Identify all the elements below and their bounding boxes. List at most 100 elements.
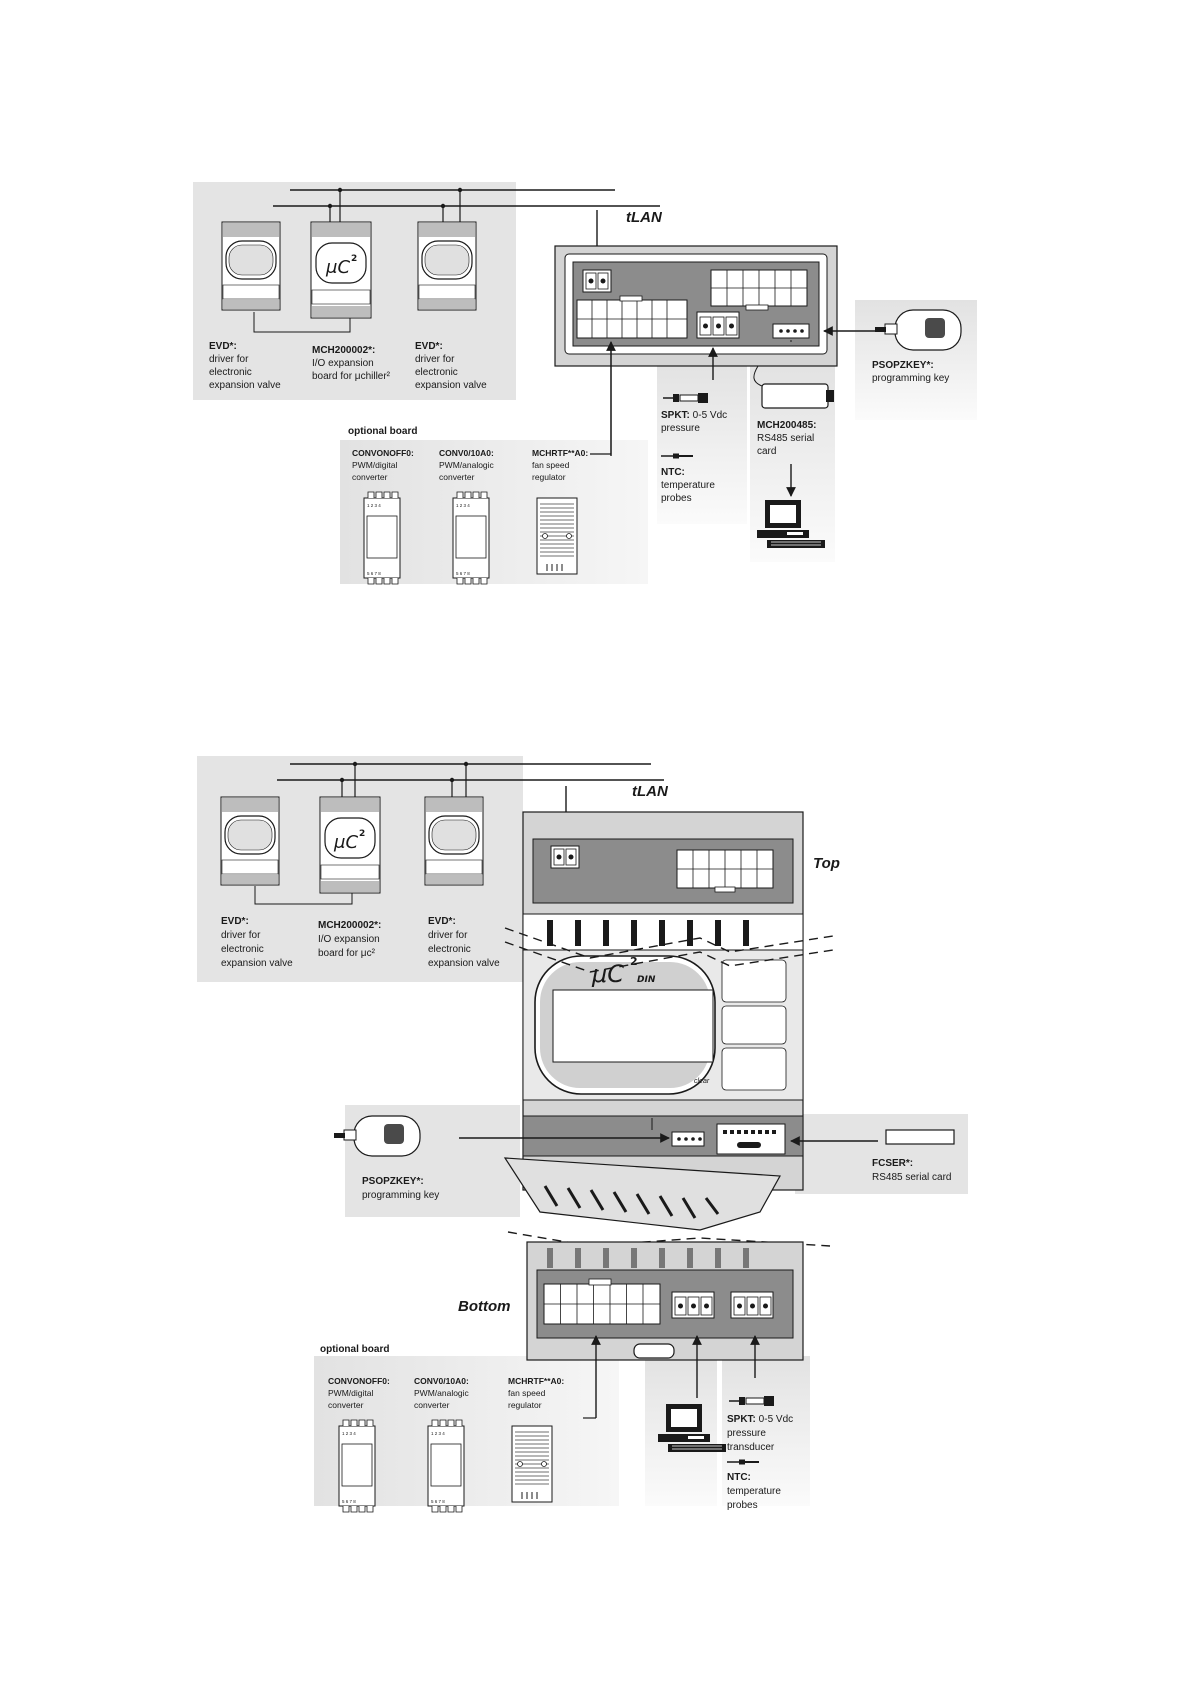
svg-text:1 2 3 4: 1 2 3 4 bbox=[431, 1431, 445, 1436]
svg-text:converter: converter bbox=[352, 472, 388, 482]
spkt-label-d1: SPKT: 0-5 Vdc pressure bbox=[661, 410, 727, 434]
svg-text:2: 2 bbox=[359, 829, 365, 839]
svg-text:NTC:: NTC: bbox=[661, 467, 685, 478]
svg-text:electronic: electronic bbox=[209, 367, 252, 378]
svg-text:probes: probes bbox=[661, 493, 692, 504]
evd-right-label-d2: EVD*: driver for electronic expansion va… bbox=[428, 916, 500, 969]
serial-card-icon-d1 bbox=[761, 383, 834, 409]
svg-text:μC: μC bbox=[333, 832, 358, 853]
svg-text:5 6 7 8: 5 6 7 8 bbox=[456, 571, 470, 576]
evd-left-label-d2: EVD*: driver for electronic expansion va… bbox=[221, 916, 293, 969]
panel-probes-d2 bbox=[722, 1356, 810, 1506]
svg-text:fan speed: fan speed bbox=[508, 1388, 546, 1398]
svg-text:expansion valve: expansion valve bbox=[209, 380, 281, 391]
bottom-section-d2 bbox=[507, 1231, 831, 1361]
ntc-label-d1: NTC: temperature probes bbox=[661, 467, 715, 504]
svg-text:MCH200002*:: MCH200002*: bbox=[318, 920, 381, 931]
svg-text:driver for: driver for bbox=[209, 354, 249, 365]
svg-text:1 2 3 4: 1 2 3 4 bbox=[367, 503, 381, 508]
svg-text:NTC:: NTC: bbox=[727, 1472, 751, 1483]
panel-fcser-d2 bbox=[795, 1114, 968, 1194]
serial-port-d1 bbox=[772, 323, 810, 339]
evd-right-label-d1: EVD*: driver for electronic expansion va… bbox=[415, 341, 487, 391]
evd-left-module-d2 bbox=[220, 796, 280, 886]
svg-text:driver for: driver for bbox=[428, 930, 468, 941]
svg-text:EVD*:: EVD*: bbox=[209, 341, 237, 352]
svg-text:1 2 3 4: 1 2 3 4 bbox=[456, 503, 470, 508]
mch200002-module-d1: μC 2 bbox=[310, 221, 372, 319]
svg-text:CONV0/10A0:: CONV0/10A0: bbox=[439, 448, 494, 458]
svg-text:transducer: transducer bbox=[727, 1442, 775, 1453]
psopzkey-label-d2: PSOPZKEY*: programming key bbox=[362, 1176, 439, 1201]
svg-text:board for μchiller²: board for μchiller² bbox=[312, 371, 391, 382]
psopzkey-label-d1: PSOPZKEY*: programming key bbox=[872, 360, 949, 384]
tlan-label-d1: tLAN bbox=[626, 209, 663, 226]
svg-text:RS485 serial card: RS485 serial card bbox=[872, 1172, 951, 1183]
break-line-upper-d2 bbox=[504, 927, 834, 959]
key-port-d2 bbox=[671, 1131, 705, 1147]
svg-text:converter: converter bbox=[328, 1400, 364, 1410]
convonoff0-label-d2: CONVONOFF0: PWM/digital converter bbox=[328, 1376, 390, 1410]
conv0-10a0-label-d2: CONV0/10A0: PWM/analogic converter bbox=[414, 1376, 470, 1410]
svg-text:2: 2 bbox=[630, 955, 638, 968]
mchrtf-label-d2: MCHRTF**A0: fan speed regulator bbox=[508, 1376, 564, 1410]
svg-text:EVD*:: EVD*: bbox=[415, 341, 443, 352]
svg-text:5 6 7 8: 5 6 7 8 bbox=[367, 571, 381, 576]
evd-left-module-d1 bbox=[221, 221, 281, 311]
ntc-label-d2: NTC: temperature probes bbox=[727, 1472, 781, 1511]
clear-label-d2: clear bbox=[694, 1078, 710, 1085]
tlan-bus-d1 bbox=[273, 189, 660, 207]
svg-text:MCHRTF**A0:: MCHRTF**A0: bbox=[532, 448, 588, 458]
svg-text:μC: μC bbox=[325, 257, 350, 278]
controller-d1 bbox=[554, 245, 838, 367]
din-controller-d2: μC 2 DIN clear bbox=[522, 811, 804, 1191]
mch200002-label-d2: MCH200002*: I/O expansion board for μc² bbox=[318, 920, 381, 959]
svg-text:MCHRTF**A0:: MCHRTF**A0: bbox=[508, 1376, 564, 1386]
connector-14-pin-bottom-d2 bbox=[543, 1278, 661, 1325]
svg-text:RS485 serial: RS485 serial bbox=[757, 433, 814, 444]
svg-text:PWM/digital: PWM/digital bbox=[328, 1388, 373, 1398]
evd-left-label-d1: EVD*: driver for electronic expansion va… bbox=[209, 341, 281, 391]
svg-text:programming key: programming key bbox=[362, 1190, 439, 1201]
top-label-d2: Top bbox=[813, 855, 840, 872]
svg-text:converter: converter bbox=[414, 1400, 450, 1410]
connector-12-pin-d1 bbox=[710, 269, 808, 311]
diagram-2: tLAN μC 2 EVD*: driver for electronic ex… bbox=[197, 756, 968, 1513]
svg-text:EVD*:: EVD*: bbox=[221, 916, 249, 927]
evd-right-module-d1 bbox=[417, 221, 477, 311]
evd-right-module-d2 bbox=[424, 796, 484, 886]
svg-text:I/O expansion: I/O expansion bbox=[318, 934, 380, 945]
lcd-window-d2 bbox=[552, 989, 714, 1063]
svg-text:PWM/analogic: PWM/analogic bbox=[414, 1388, 470, 1398]
tlan-label-d2: tLAN bbox=[632, 783, 669, 800]
conv0-10a0-label-d1: CONV0/10A0: PWM/analogic converter bbox=[439, 448, 495, 482]
connector-14-pin-d1 bbox=[576, 295, 688, 339]
svg-text:driver for: driver for bbox=[221, 930, 261, 941]
hinged-flap-d2 bbox=[503, 1157, 781, 1231]
svg-text:pressure: pressure bbox=[661, 423, 700, 434]
svg-text:electronic: electronic bbox=[221, 944, 264, 955]
mch200485-label-d1: MCH200485: RS485 serial card bbox=[757, 420, 816, 457]
optional-board-label-d1: optional board bbox=[348, 426, 417, 437]
svg-text:card: card bbox=[757, 446, 776, 457]
svg-text:PSOPZKEY*:: PSOPZKEY*: bbox=[362, 1176, 424, 1187]
svg-text:1 2 3 4: 1 2 3 4 bbox=[342, 1431, 356, 1436]
svg-text:driver for: driver for bbox=[415, 354, 455, 365]
svg-text:I/O expansion: I/O expansion bbox=[312, 358, 374, 369]
svg-text:programming key: programming key bbox=[872, 373, 949, 384]
svg-text:PWM/analogic: PWM/analogic bbox=[439, 460, 495, 470]
svg-text:μC: μC bbox=[591, 960, 624, 988]
svg-text:regulator: regulator bbox=[508, 1400, 542, 1410]
fcser-slot-d2 bbox=[716, 1123, 786, 1155]
svg-text:5 6 7 8: 5 6 7 8 bbox=[342, 1499, 356, 1504]
svg-text:expansion valve: expansion valve bbox=[221, 958, 293, 969]
optional-board-label-d2: optional board bbox=[320, 1344, 389, 1355]
svg-text:FCSER*:: FCSER*: bbox=[872, 1158, 913, 1169]
svg-text:5 6 7 8: 5 6 7 8 bbox=[431, 1499, 445, 1504]
svg-text:SPKT: 0-5 Vdc: SPKT: 0-5 Vdc bbox=[661, 410, 727, 421]
svg-text:temperature: temperature bbox=[661, 480, 715, 491]
svg-text:converter: converter bbox=[439, 472, 475, 482]
svg-text:CONV0/10A0:: CONV0/10A0: bbox=[414, 1376, 469, 1386]
mchrtf-label-d1: MCHRTF**A0: fan speed regulator bbox=[532, 448, 588, 482]
